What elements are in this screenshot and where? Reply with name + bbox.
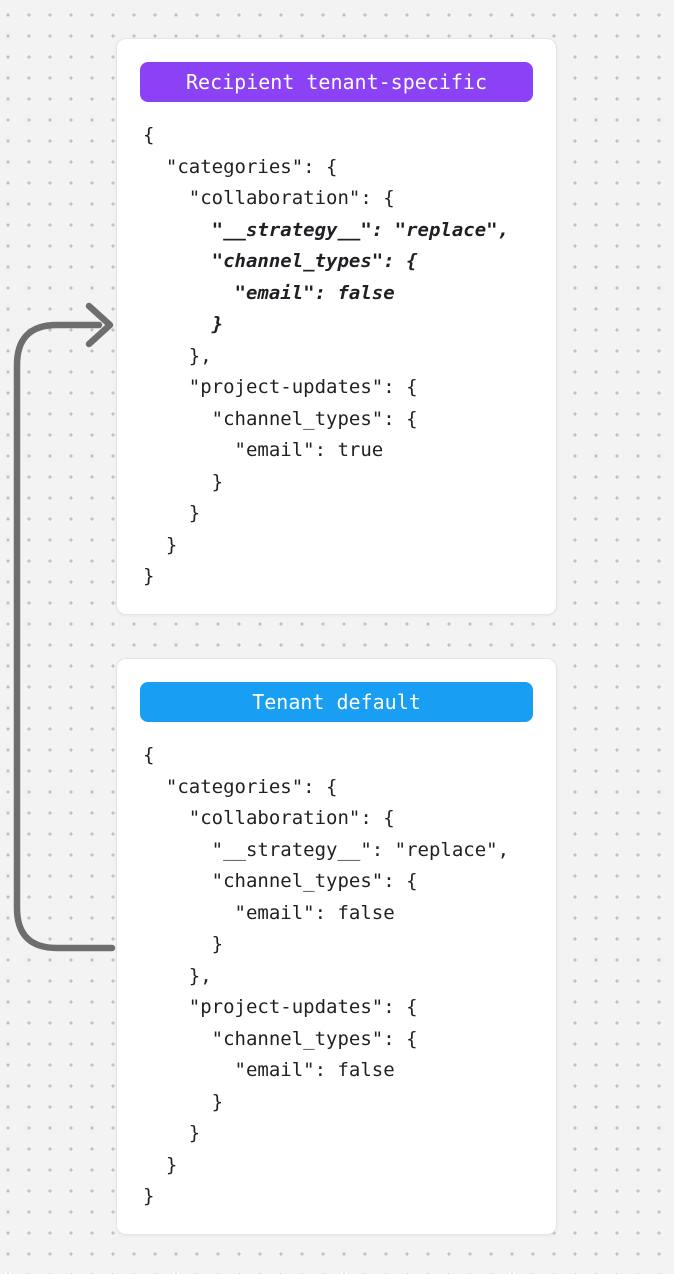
code-line: } <box>143 502 201 524</box>
code-line: { <box>143 744 155 766</box>
code-line: }, <box>143 344 212 367</box>
json-code-block-recipient: { "categories": { "collaboration": { "__… <box>143 120 546 593</box>
code-line: "channel_types": { <box>143 407 418 430</box>
card-recipient-tenant-specific: Recipient tenant-specific { "categories"… <box>116 38 557 615</box>
code-line: "email": true <box>143 439 384 461</box>
code-line: } <box>143 1185 155 1207</box>
json-code-block-tenant-default: { "categories": { "collaboration": { "__… <box>143 740 546 1213</box>
code-line: "channel_types": { <box>143 870 418 892</box>
code-line: "collaboration": { <box>143 187 395 209</box>
code-line: "__strategy__": "replace", <box>143 218 510 241</box>
code-line: } <box>143 933 224 955</box>
code-line: "project-updates": { <box>143 376 418 398</box>
code-line: } <box>143 1090 224 1113</box>
code-line: "collaboration": { <box>143 807 395 829</box>
code-line: "categories": { <box>143 155 338 178</box>
code-line: } <box>143 533 178 556</box>
code-line: "email": false <box>143 281 395 304</box>
code-line: }, <box>143 964 212 987</box>
arrow-line <box>13 321 116 952</box>
code-line: "email": false <box>143 901 395 924</box>
code-line: "channel_types": { <box>143 250 418 272</box>
code-line: "channel_types": { <box>143 1027 418 1050</box>
code-line: "categories": { <box>143 775 338 798</box>
code-line: } <box>143 565 155 587</box>
code-line: } <box>143 1122 201 1144</box>
code-line: } <box>143 470 224 493</box>
tenant-default-badge: Tenant default <box>140 682 533 722</box>
recipient-tenant-specific-badge: Recipient tenant-specific <box>140 62 533 102</box>
code-line: } <box>143 313 224 335</box>
code-line: "email": false <box>143 1059 395 1081</box>
code-line: } <box>143 1153 178 1176</box>
code-line: "project-updates": { <box>143 996 418 1018</box>
code-line: { <box>143 124 155 146</box>
code-line: "__strategy__": "replace", <box>143 838 510 861</box>
arrowhead-icon <box>85 302 114 348</box>
card-tenant-default: Tenant default { "categories": { "collab… <box>116 658 557 1235</box>
merge-direction-arrow <box>13 302 116 952</box>
